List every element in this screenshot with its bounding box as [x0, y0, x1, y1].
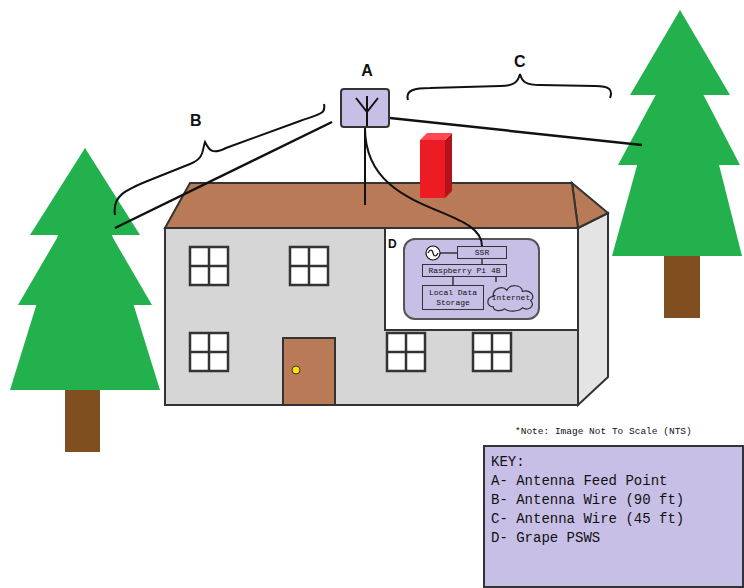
- antenna-wire: [390, 118, 642, 145]
- antenna-symbol: [342, 90, 392, 130]
- key-box: KEY:A- Antenna Feed PointB- Antenna Wire…: [483, 445, 744, 588]
- grape-psws-panel: DSSRRaspberry Pi 4BLocal Data StorageInt…: [403, 238, 540, 320]
- callout-letter: C: [514, 53, 526, 71]
- coax-cable: [365, 128, 482, 246]
- callout-letter: A: [342, 62, 392, 80]
- side-wall: [578, 213, 608, 405]
- windows: [190, 247, 511, 371]
- data-storage-box: Local Data Storage: [422, 285, 484, 310]
- chimney: [445, 133, 452, 198]
- antenna-mast: [364, 128, 366, 205]
- callout-letter: D: [388, 237, 397, 251]
- scale-note: *Note: Image Not To Scale (NTS): [515, 426, 692, 437]
- door: [283, 338, 335, 405]
- tree-crown: [618, 50, 740, 165]
- chimney: [420, 140, 445, 198]
- door-knob: [292, 366, 300, 374]
- ssr-box: SSR: [457, 246, 507, 259]
- key-entry: D- Grape PSWS: [491, 529, 736, 548]
- dimension-brace: [115, 104, 325, 215]
- callout-letter: B: [190, 112, 202, 130]
- raspberry-pi-box: Raspberry Pi 4B: [422, 264, 507, 277]
- key-entry: A- Antenna Feed Point: [491, 472, 736, 491]
- box-label: Local Data Storage: [426, 288, 480, 306]
- antenna-wire: [115, 122, 332, 228]
- front-wall: [165, 228, 578, 405]
- antenna-feed-box: A: [340, 88, 390, 128]
- internet-cloud: Internet: [485, 282, 537, 313]
- box-label: Raspberry Pi 4B: [428, 266, 500, 275]
- key-heading: KEY:: [491, 453, 736, 472]
- tree-trunk: [664, 250, 700, 318]
- connector-line: [481, 259, 482, 264]
- box-label: SSR: [475, 248, 489, 257]
- chimney: [420, 133, 452, 140]
- ac-source-symbol: [421, 243, 461, 263]
- key-entry: C- Antenna Wire (45 ft): [491, 510, 736, 529]
- dimension-brace: [407, 74, 611, 100]
- cloud-label: Internet: [492, 293, 530, 302]
- cutaway-room: [385, 228, 578, 330]
- tree-crown: [612, 10, 742, 256]
- tree-trunk: [65, 385, 100, 452]
- key-entry: B- Antenna Wire (90 ft): [491, 491, 736, 510]
- roof: [165, 183, 578, 228]
- connector-line: [495, 277, 496, 282]
- tree-crown: [18, 190, 152, 305]
- connector-line: [452, 277, 453, 285]
